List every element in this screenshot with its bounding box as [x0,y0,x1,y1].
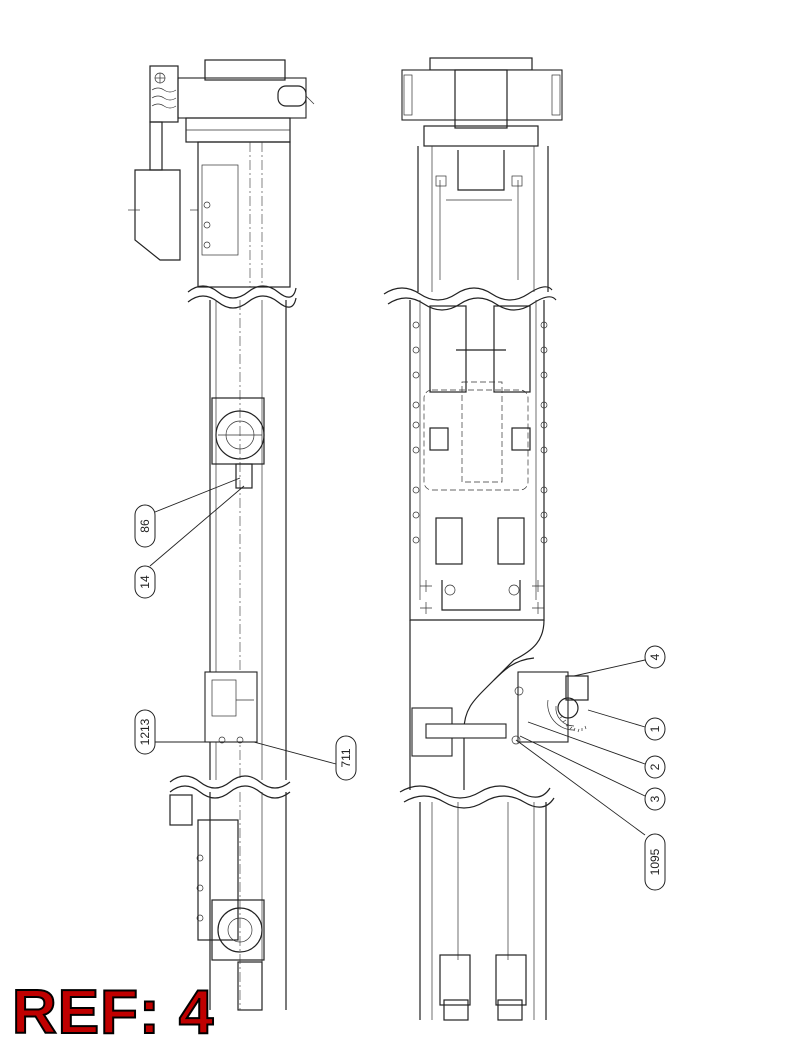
encoder-teeth [559,715,587,733]
callout-1-label: 1 [648,725,662,732]
callout-7-11-label: 711 [339,748,353,767]
callout-14-label: 14 [138,575,152,589]
callout-7-11: 711 [253,735,357,781]
callout-12-13-label: 1213 [138,718,152,745]
front-view [383,57,589,1021]
callout-6-8-label: 86 [138,519,152,533]
callout-12-13: 1213 [134,709,216,755]
callout-2: 2 [527,721,666,779]
reference-label: REF: 4 [11,978,215,1047]
callout-2-label: 2 [648,763,662,770]
callout-1: 1 [587,709,666,741]
callout-3-label: 3 [648,795,662,802]
side-view [128,59,315,1011]
callout-6-8: 86 [134,477,241,548]
callout-4: 4 [573,645,666,677]
callout-4-label: 4 [648,653,662,660]
callout-14: 14 [134,485,245,599]
bolt-row-right [540,321,548,544]
bolt-row-left [412,321,420,544]
callout-3: 3 [519,735,666,811]
callout-5-9-10: 1095 [515,739,666,891]
callout-5-9-10-label: 1095 [648,848,662,875]
